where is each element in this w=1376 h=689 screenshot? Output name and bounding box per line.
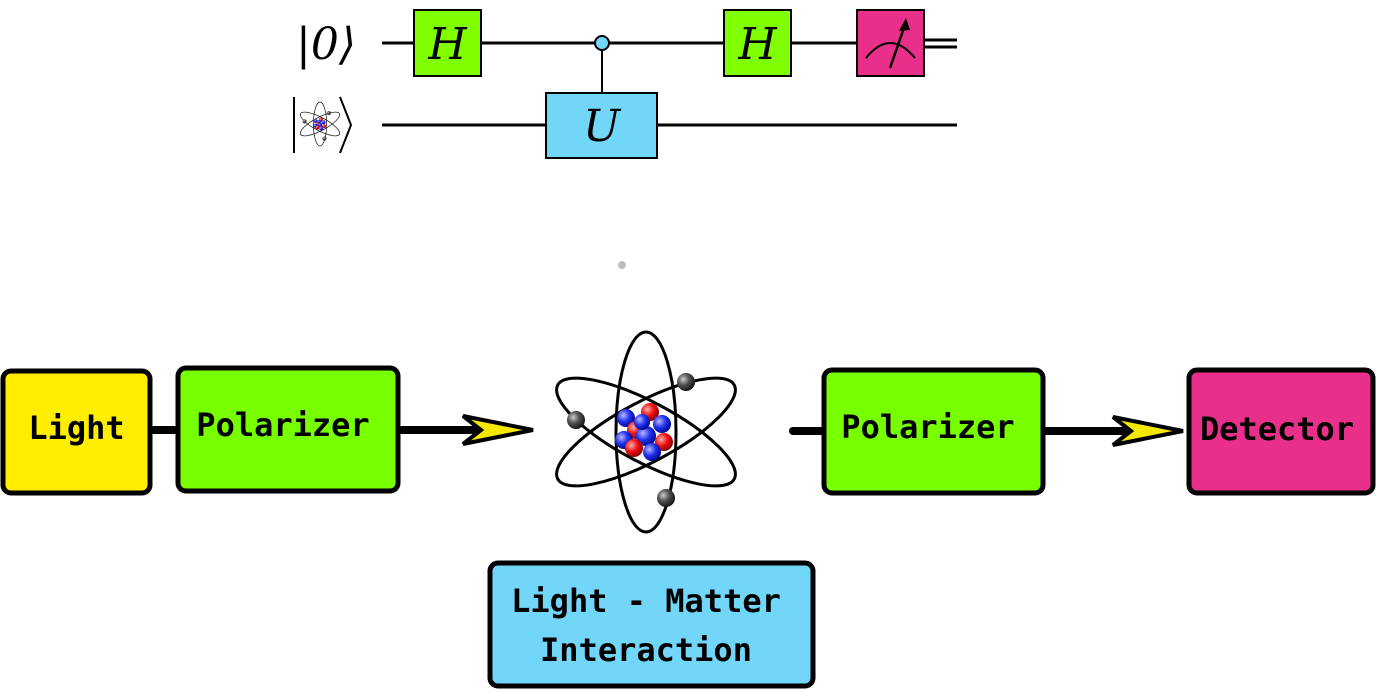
interaction-box: Light - Matter Interaction bbox=[487, 560, 816, 689]
stray-dot bbox=[618, 261, 626, 269]
light-box: Light bbox=[0, 368, 153, 496]
measurement-gate bbox=[856, 9, 925, 77]
hadamard-gate-2-label: H bbox=[737, 19, 778, 70]
optical-setup: Light Polarizer Polarizer Detector Light… bbox=[0, 330, 1376, 689]
hadamard-gate-2: H bbox=[723, 9, 792, 77]
hadamard-gate-1-label: H bbox=[427, 19, 468, 70]
polarizer-2-label: Polarizer bbox=[841, 408, 1014, 446]
qubit1-label bbox=[293, 96, 353, 154]
measurement-meter-icon bbox=[865, 18, 916, 69]
interaction-label-line1: Light - Matter bbox=[511, 582, 781, 620]
qubit0-label: |0⟩ bbox=[296, 19, 356, 70]
polarizer-box-1: Polarizer bbox=[175, 365, 401, 494]
control-dot bbox=[594, 35, 610, 51]
hadamard-gate-1: H bbox=[413, 9, 482, 77]
atom-icon bbox=[542, 330, 750, 534]
atom-icon bbox=[297, 101, 343, 147]
quantum-circuit: |0⟩ H U H bbox=[293, 9, 957, 159]
unitary-gate: U bbox=[545, 92, 658, 159]
unitary-gate-label: U bbox=[583, 101, 622, 152]
light-label: Light bbox=[28, 409, 124, 447]
interaction-label-line2: Interaction bbox=[540, 631, 752, 669]
polarizer-box-2: Polarizer bbox=[821, 367, 1046, 496]
polarizer-1-label: Polarizer bbox=[196, 406, 369, 444]
detector-box: Detector bbox=[1186, 367, 1376, 496]
detector-label: Detector bbox=[1200, 410, 1354, 448]
